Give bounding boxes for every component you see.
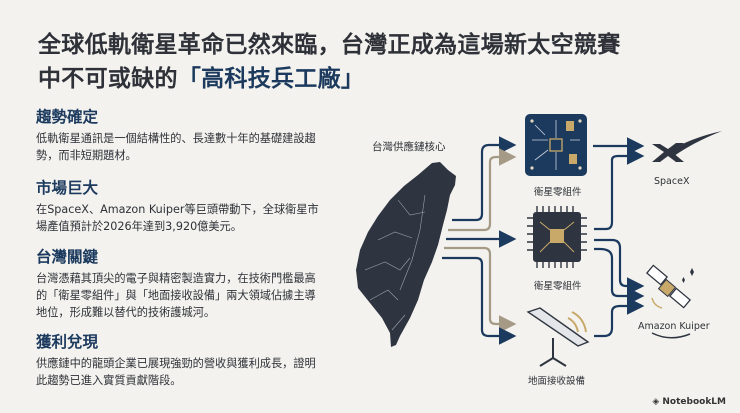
title-line-2: 中不可或缺的「高科技兵工廠」: [38, 66, 365, 92]
section-body: 台灣憑藉其頂尖的電子與精密製造實力，在技術門檻最高的「衛星零組件」與「地面接收設…: [36, 272, 316, 319]
section-body: 低軌衛星通訊是一個結構性的、長達數十年的基礎建設趨勢，而非短期題材。: [36, 132, 316, 162]
customer-label-spacex: SpaceX: [654, 176, 690, 187]
customer-label-kuiper: Amazon Kuiper: [638, 321, 710, 332]
title-highlight: 「高科技兵工廠」: [177, 66, 365, 92]
section-heading: 台灣關鍵: [36, 248, 99, 266]
section-body: 在SpaceX、Amazon Kuiper等巨頭帶動下，全球衛星市場產值預計於2…: [36, 203, 319, 233]
section-trend: 趨勢確定 低軌衛星通訊是一個結構性的、長達數十年的基礎建設趨勢，而非短期題材。: [36, 106, 326, 164]
spacex-logo-icon: [652, 131, 722, 162]
section-heading: 市場巨大: [36, 179, 99, 197]
section-heading: 趨勢確定: [36, 108, 99, 126]
source-label: 台灣供應鏈核心: [372, 141, 446, 153]
section-body: 供應鏈中的龍頭企業已展現強勁的營收與獲利成長，證明此趨勢已進入實質貢獻階段。: [36, 357, 316, 387]
chip-icon: [527, 206, 587, 268]
notebooklm-brand: ◈ NotebookLM: [652, 397, 726, 407]
circuit-board-icon: [525, 114, 587, 176]
section-market: 市場巨大 在SpaceX、Amazon Kuiper等巨頭帶動下，全球衛星市場產…: [36, 177, 326, 235]
node-label: 衛星零組件: [534, 187, 582, 198]
node-label: 地面接收設備: [528, 376, 586, 387]
satellite-icon: [645, 264, 694, 339]
section-heading: 獲利兌現: [36, 333, 99, 351]
section-profit: 獲利兌現 供應鏈中的龍頭企業已展現強勁的營收與獲利成長，證明此趨勢已進入實質貢獻…: [36, 331, 326, 389]
page-title: 全球低軌衛星革命已然來臨，台灣正成為這場新太空競賽 中不可或缺的「高科技兵工廠」: [38, 28, 621, 96]
satellite-dish-icon: [526, 307, 590, 367]
title-line-1: 全球低軌衛星革命已然來臨，台灣正成為這場新太空競賽: [38, 32, 621, 58]
section-taiwan: 台灣關鍵 台灣憑藉其頂尖的電子與精密製造實力，在技術門檻最高的「衛星零組件」與「…: [36, 246, 326, 321]
node-label: 衛星零組件: [534, 281, 582, 292]
taiwan-map-icon: [356, 162, 456, 347]
